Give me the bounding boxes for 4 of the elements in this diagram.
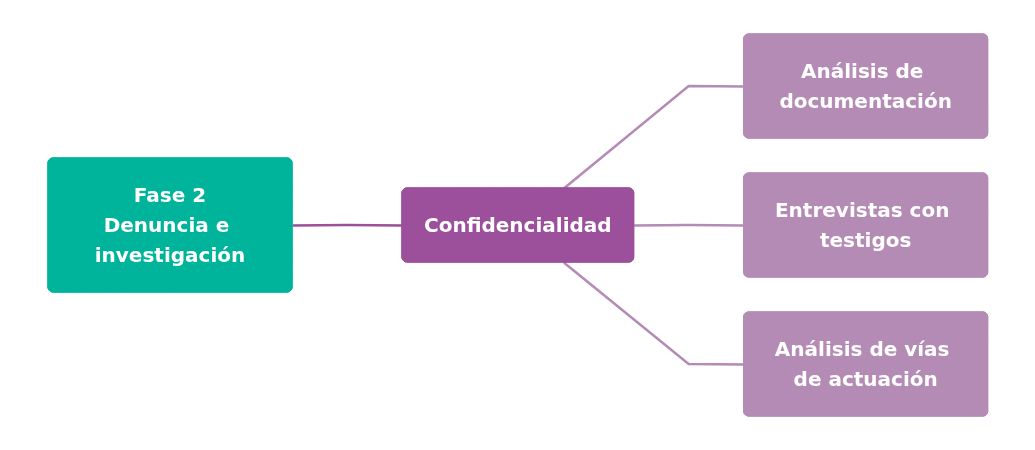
connector bbox=[292, 223, 403, 227]
connector bbox=[562, 84, 744, 190]
connector bbox=[562, 261, 744, 366]
connector bbox=[633, 223, 744, 227]
